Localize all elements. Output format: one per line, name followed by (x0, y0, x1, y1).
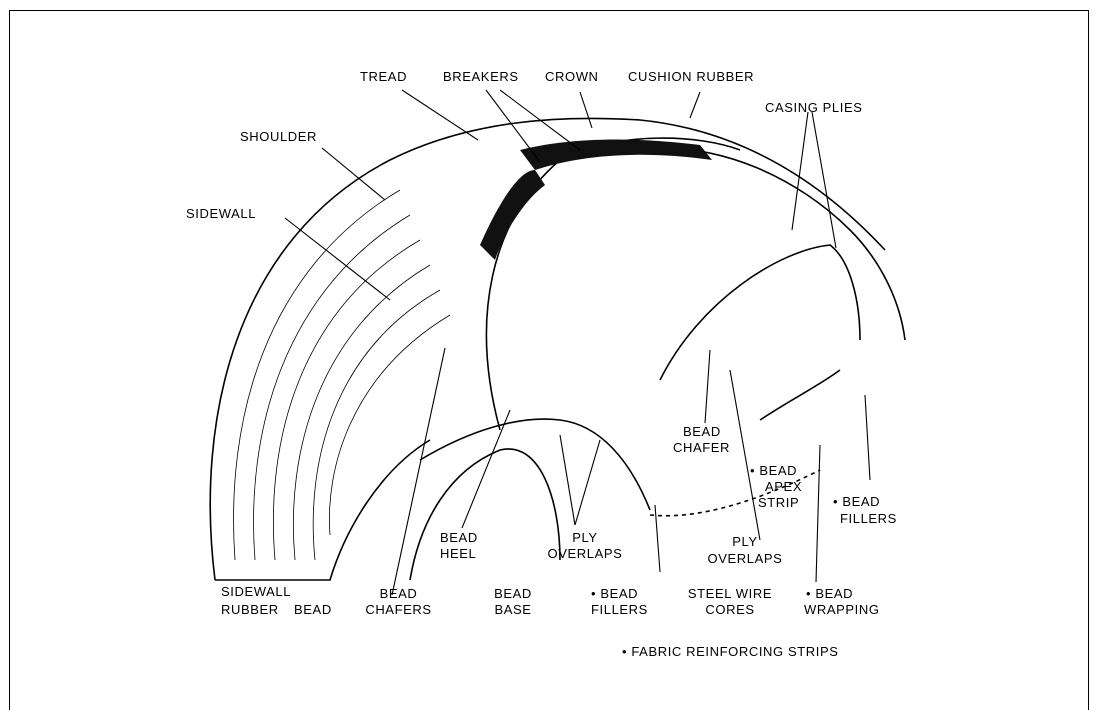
label-bead-base-line1: BEAD (488, 586, 538, 601)
label-steel-wire-cores-line1: STEEL WIRE (670, 586, 790, 601)
label-bead-chafer-line1: BEAD (683, 424, 721, 439)
label-ply-overlaps-center-line2: OVERLAPS (540, 546, 630, 561)
tire-outer-contour (210, 118, 885, 580)
label-ply-overlaps-right-line2: OVERLAPS (695, 551, 795, 566)
breaker-band (480, 170, 545, 260)
label-sidewall-rubber-line2: RUBBER (221, 602, 279, 617)
label-ply-overlaps-center-line1: PLY (540, 530, 630, 545)
label-bead-heel-line1: BEAD (440, 530, 478, 545)
label-bead-fillers-bottom-line2: FILLERS (591, 602, 648, 617)
label-breakers: BREAKERS (443, 69, 519, 84)
label-steel-wire-cores-line2: CORES (670, 602, 790, 617)
tread-band (520, 140, 712, 170)
label-bead-base-line2: BASE (488, 602, 538, 617)
label-bead-chafers-line1: BEAD (356, 586, 441, 601)
label-bead-fillers-bottom-line1: • BEAD (591, 586, 638, 601)
label-bead-chafers-line2: CHAFERS (356, 602, 441, 617)
label-shoulder: SHOULDER (240, 129, 317, 144)
label-bead-chafer-line2: CHAFER (673, 440, 730, 455)
label-bead-fillers-right-line1: • BEAD (833, 494, 880, 509)
casing-outer (640, 148, 905, 340)
inner-cavity (410, 449, 560, 580)
label-bead-apex-line3: STRIP (758, 495, 799, 510)
label-bead: BEAD (294, 602, 332, 617)
label-bead-wrapping-line2: WRAPPING (804, 602, 880, 617)
casing-inner (660, 245, 860, 380)
label-crown: CROWN (545, 69, 599, 84)
footnote-fabric-reinforcing-strips: • FABRIC REINFORCING STRIPS (622, 644, 839, 659)
label-casing-plies: CASING PLIES (765, 100, 863, 115)
sidewall-lower-edge (215, 440, 430, 580)
bead-area-center (420, 419, 650, 510)
bead-bundle-right (760, 370, 840, 420)
label-cushion-rubber: CUSHION RUBBER (628, 69, 754, 84)
label-ply-overlaps-right-line1: PLY (695, 534, 795, 549)
label-bead-apex-line1: • BEAD (750, 463, 797, 478)
label-bead-apex-line2: APEX (765, 479, 802, 494)
label-bead-fillers-right-line2: FILLERS (840, 511, 897, 526)
sidewall-shading (234, 190, 450, 560)
label-sidewall-rubber-line1: SIDEWALL (221, 584, 291, 599)
label-bead-wrapping-line1: • BEAD (806, 586, 853, 601)
label-sidewall: SIDEWALL (186, 206, 256, 221)
label-bead-heel-line2: HEEL (440, 546, 476, 561)
label-tread: TREAD (360, 69, 407, 84)
